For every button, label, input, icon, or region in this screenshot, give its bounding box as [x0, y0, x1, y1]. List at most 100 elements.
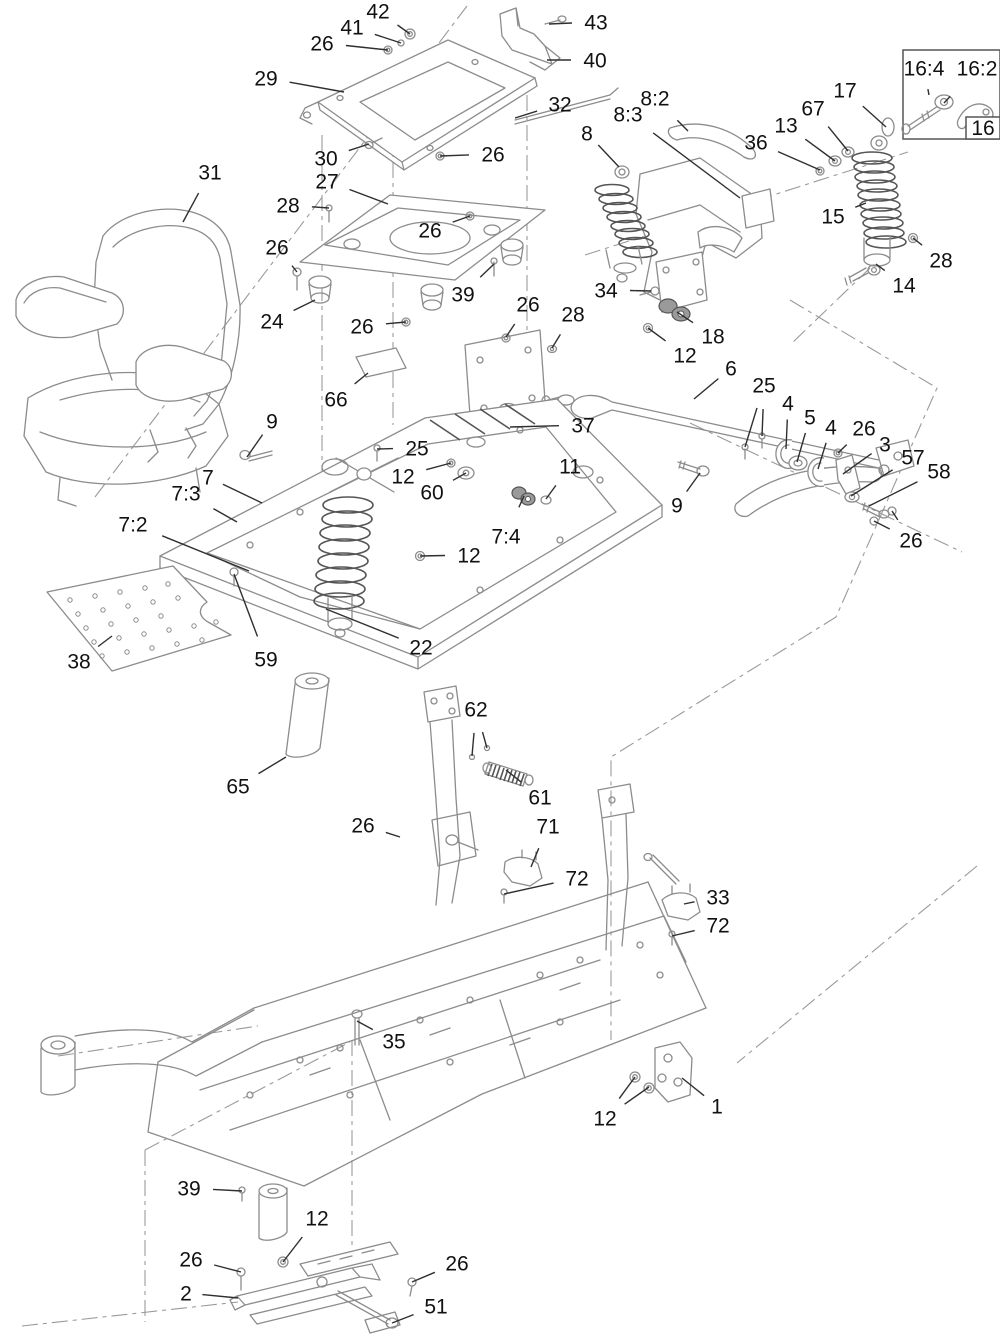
bottom-bracket-illustration: [229, 1241, 417, 1334]
part-number-label: 15: [821, 206, 844, 229]
leader-line: [246, 434, 264, 458]
callout-17-23: 17: [833, 80, 887, 128]
callout-26-41: 26: [837, 418, 876, 454]
leader-line: [452, 472, 467, 481]
callout-26-75: 26: [411, 1253, 469, 1283]
callout-43-3: 43: [548, 12, 608, 35]
part-number-label: 17: [833, 80, 856, 103]
part-number-label: 62: [464, 699, 487, 722]
part-number-label: 36: [744, 132, 767, 155]
callout-37-35: 37: [509, 415, 595, 438]
part-number-label: 72: [565, 868, 588, 891]
part-number-label: 35: [382, 1031, 405, 1054]
part-number-label: 8:3: [613, 104, 642, 127]
callout-25-48: 25: [376, 438, 429, 461]
bracket-71: [503, 856, 543, 887]
callout-12-31: 12: [647, 327, 697, 368]
leader-line: [385, 321, 407, 325]
part-number-label: 57: [901, 447, 924, 470]
callout-6-36: 6: [693, 358, 737, 400]
part-number-label: 72: [706, 915, 729, 938]
leader-line: [671, 929, 695, 937]
part-number-label: 4: [782, 393, 794, 416]
leader-line: [647, 327, 667, 342]
part-number-label: 31: [198, 162, 221, 185]
part-number-label: 28: [561, 304, 584, 327]
upper-frame-illustration: [159, 398, 663, 670]
callout-7-4-55: 7:4: [491, 495, 525, 549]
leader-line: [202, 1293, 239, 1299]
callout-26-2: 26: [310, 33, 389, 56]
leader-line: [551, 334, 561, 349]
leader-line: [411, 1271, 436, 1283]
part-number-label: 37: [571, 415, 594, 438]
part-number-label: 66: [324, 389, 347, 412]
callout-22-59: 22: [325, 608, 433, 660]
bushing-stack-illustration: [741, 432, 897, 526]
callout-72-65: 72: [503, 868, 589, 895]
callout-57-43: 57: [850, 447, 925, 497]
leader-line: [796, 432, 807, 463]
callout-7-52: 7: [202, 467, 263, 504]
part-number-label: 9: [266, 411, 278, 434]
leader-line: [777, 150, 821, 171]
part-number-label: 30: [314, 148, 337, 171]
leader-line: [514, 110, 538, 119]
leader-line: [862, 105, 887, 128]
callout-42-0: 42: [366, 1, 411, 35]
leader-line: [212, 1188, 243, 1192]
part-number-label: 26: [445, 1253, 468, 1276]
cylinder-65-illustration: [285, 672, 330, 758]
callout-4-40: 4: [817, 417, 837, 470]
leader-line: [912, 237, 923, 246]
leader-line: [374, 33, 402, 44]
callout-39-14: 39: [451, 263, 495, 307]
part-number-label: 12: [593, 1108, 616, 1131]
callout-58-44: 58: [868, 461, 951, 507]
part-number-label: 18: [701, 326, 724, 349]
callout-26-11: 26: [418, 215, 471, 243]
part-number-label: 12: [457, 545, 480, 568]
callout-35-68: 35: [356, 1020, 406, 1054]
part-number-label: 4: [825, 417, 837, 440]
leader-line: [761, 408, 764, 437]
leader-line: [233, 573, 259, 637]
callout-29-5: 29: [254, 68, 345, 93]
leader-line: [855, 202, 867, 208]
callout-3-42: 3: [842, 434, 891, 475]
callout-12-49: 12: [391, 462, 452, 489]
leader-line: [345, 44, 389, 51]
part-number-label: 58: [927, 461, 950, 484]
part-number-label: 60: [420, 482, 443, 505]
leader-line: [827, 126, 849, 152]
inset-detail-box: 16: [901, 49, 1000, 140]
part-number-label: 7:2: [118, 514, 147, 537]
callout-39-71: 39: [177, 1178, 243, 1201]
leader-line: [618, 1076, 636, 1100]
leader-line: [785, 419, 788, 450]
callout-24-13: 24: [260, 299, 316, 334]
callout-7-2-54: 7:2: [118, 514, 250, 572]
callout-27-9: 27: [315, 171, 389, 205]
part-number-label: 43: [584, 12, 607, 35]
decal-66-illustration: [355, 347, 407, 378]
part-number-label: 28: [276, 195, 299, 218]
callout-11-51: 11: [545, 456, 581, 500]
leader-line: [837, 444, 848, 454]
seat-plate-illustration: [299, 7, 619, 171]
leader-line: [686, 472, 701, 493]
leader-line: [289, 81, 345, 93]
callout-4-38: 4: [782, 393, 794, 450]
leader-line: [681, 1077, 705, 1097]
leader-line: [182, 192, 200, 223]
part-number-label: 61: [528, 787, 551, 810]
callout-61-62: 61: [505, 769, 552, 810]
leader-line: [530, 847, 540, 868]
leader-line: [676, 119, 689, 132]
left-shock-pedal-illustration: [594, 123, 775, 334]
part-number-label: 6: [725, 358, 737, 381]
part-number-label: 28: [929, 250, 952, 273]
part-number-label: 3: [879, 434, 891, 457]
leader-line: [452, 215, 471, 223]
callout-9-46: 9: [671, 472, 701, 518]
